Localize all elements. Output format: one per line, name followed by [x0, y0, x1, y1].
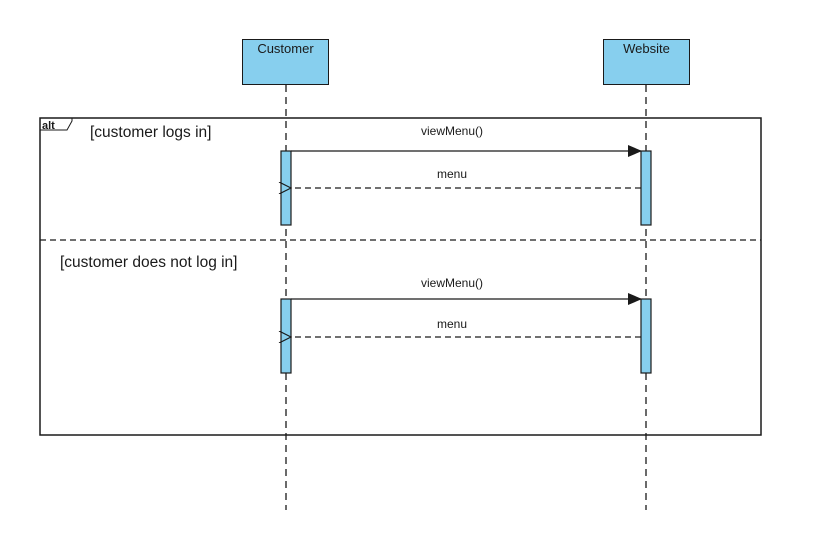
alt-operator-label: alt [42, 120, 55, 132]
website-label: Website [623, 41, 670, 56]
guard-condition-1: [customer logs in] [90, 124, 212, 141]
website-lifeline-box: Website [603, 39, 690, 85]
customer-lifeline-box: Customer [242, 39, 329, 85]
customer-label: Customer [257, 41, 314, 56]
customer-activation-2 [280, 298, 292, 374]
message-2-label: menu [436, 167, 468, 181]
guard-condition-2: [customer does not log in] [60, 254, 238, 271]
message-4-label: menu [436, 317, 468, 331]
website-activation-1 [640, 150, 652, 226]
customer-activation-1 [280, 150, 292, 226]
alt-fragment-frame [39, 117, 762, 436]
message-3-label: viewMenu() [420, 276, 484, 290]
website-activation-2 [640, 298, 652, 374]
message-1-label: viewMenu() [420, 124, 484, 138]
alt-fragment-tag-pentagon [40, 117, 73, 131]
